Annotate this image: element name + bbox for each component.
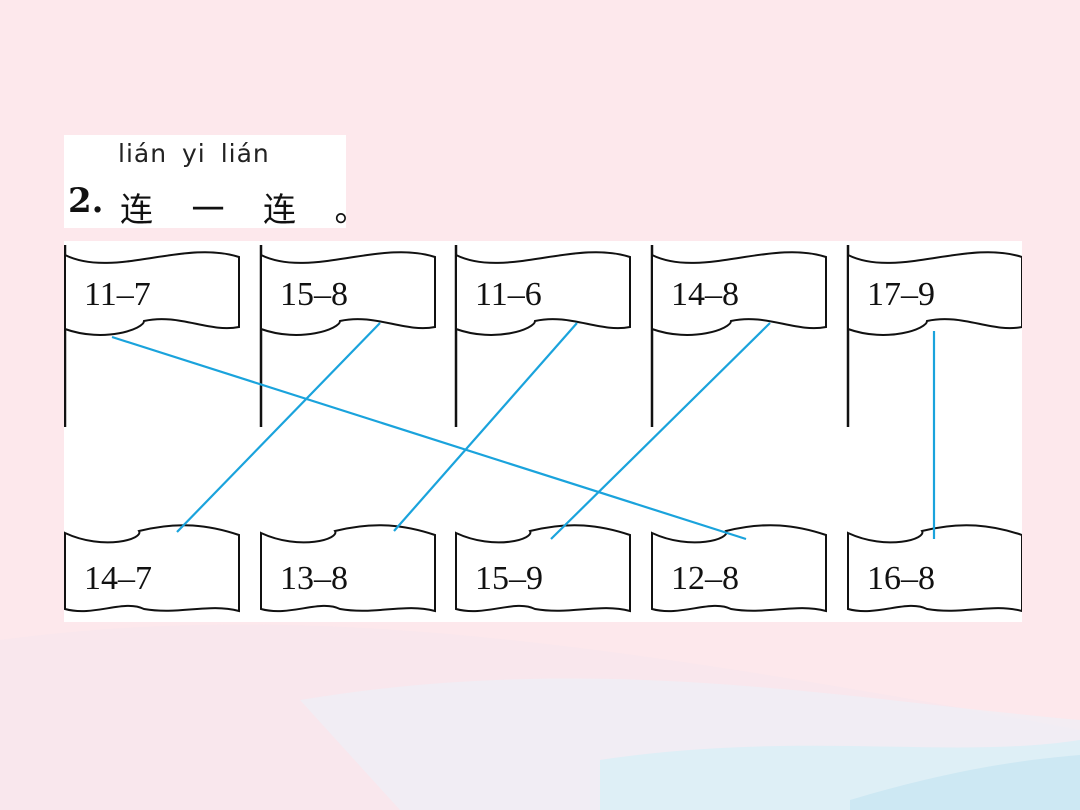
bottom-flag-label: 12–8 — [671, 560, 739, 597]
top-flag-label: 17–9 — [867, 276, 935, 313]
bottom-flag-label: 15–9 — [475, 560, 543, 597]
bottom-flag-shape — [455, 524, 631, 613]
connection-line — [111, 335, 747, 541]
bottom-flag-shape — [847, 524, 1022, 613]
matching-panel: 11–7 15–8 11–6 14–8 17–9 14–7 13–8 15–9 12–8 16–8 — [64, 241, 1022, 622]
question-number: 2. — [68, 181, 104, 221]
bottom-flag-label: 13–8 — [280, 560, 348, 597]
top-flag-label: 11–7 — [84, 276, 151, 313]
bottom-flag-shape — [260, 524, 436, 613]
connection-line — [176, 322, 381, 533]
bottom-flag-shape — [64, 524, 240, 613]
question-header: lián yi lián 2. 连 一 连 。 — [64, 135, 367, 229]
bottom-flag-shape — [651, 524, 827, 613]
top-flag-label: 15–8 — [280, 276, 348, 313]
top-flag-label: 11–6 — [475, 276, 542, 313]
top-flag-shape — [455, 251, 631, 336]
connection-line — [550, 322, 771, 540]
bottom-flag-label: 14–7 — [84, 560, 152, 597]
top-flag-label: 14–8 — [671, 276, 739, 313]
flags-drawing — [64, 245, 1022, 613]
bottom-flag-label: 16–8 — [867, 560, 935, 597]
pinyin-annotation: lián yi lián — [118, 139, 270, 168]
top-flag-shape — [847, 251, 1022, 336]
question-text: 连 一 连 。 — [120, 190, 382, 229]
top-flag-shape — [651, 251, 827, 336]
top-flag-shape — [64, 251, 240, 336]
top-flag-shape — [260, 251, 436, 336]
connection-line — [393, 322, 578, 532]
